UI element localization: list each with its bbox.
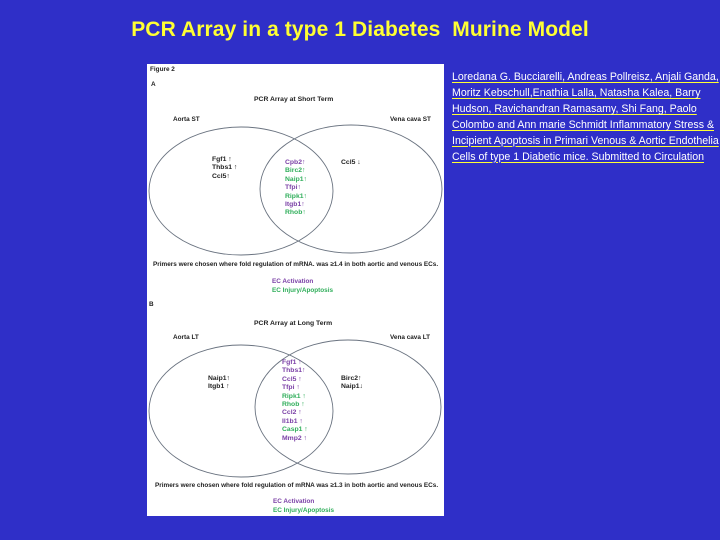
vena-cava-st-ellipse xyxy=(259,124,443,254)
figure-image: Figure 2 A PCR Array at Short Term Aorta… xyxy=(147,64,444,516)
gene-item: Itgb1 ↑ xyxy=(208,383,230,391)
gene-item: Ccl5 ↑ xyxy=(282,375,302,383)
gene-item: Cpb2↑ xyxy=(285,159,306,166)
gene-item: Naip1↑ xyxy=(208,375,230,382)
panel-b-title: PCR Array at Long Term xyxy=(254,320,333,327)
panel-b-left-only-list: Naip1↑ Itgb1 ↑ xyxy=(208,375,230,392)
figure-label: Figure 2 xyxy=(150,66,175,73)
gene-item: Mmp2 ↑ xyxy=(282,434,307,442)
gene-item: Fgf1 ↑ xyxy=(212,156,232,163)
panel-b-intersection-list: Fgf1 ↑ Thbs1↑ Ccl5 ↑ Tfpi ↑ Ripk1 ↑ Rhob… xyxy=(282,359,308,443)
gene-item: Thbs1 ↑ xyxy=(212,164,238,172)
panel-b-left-label: Aorta LT xyxy=(173,334,199,341)
gene-item: Casp1 ↑ xyxy=(282,426,308,434)
gene-item: Naip1↑ xyxy=(285,175,307,183)
gene-item: Ccl5↑ xyxy=(212,172,230,180)
panel-a-right-label: Vena cava ST xyxy=(390,116,431,123)
aorta-lt-ellipse xyxy=(148,344,334,478)
panel-b-legend-activation: EC Activation xyxy=(273,498,315,505)
vena-cava-lt-ellipse xyxy=(254,339,442,475)
panel-a-legend-injury: EC Injury/Apoptosis xyxy=(272,287,334,294)
panel-b-note: Primers were chosen where fold regulatio… xyxy=(155,482,439,489)
panel-b-right-only-list: Birc2↑ Naip1↓ xyxy=(341,375,363,392)
panel-a-right-only-list: Ccl5 ↓ xyxy=(341,159,361,167)
gene-item: Itgb1↑ xyxy=(285,201,305,209)
panel-a-title: PCR Array at Short Term xyxy=(254,96,334,103)
gene-item: Tfpi↑ xyxy=(285,184,301,192)
gene-item: Ccl5 ↓ xyxy=(341,159,361,166)
panel-a-left-label: Aorta ST xyxy=(173,116,200,123)
gene-item: Ripk1↑ xyxy=(285,192,307,200)
gene-item: Rhob ↑ xyxy=(282,401,305,409)
panel-a-note: Primers were chosen where fold regulatio… xyxy=(153,261,439,268)
gene-item: Ripk1 ↑ xyxy=(282,392,306,400)
panel-a-letter: A xyxy=(151,81,156,88)
aorta-st-ellipse xyxy=(148,126,334,256)
panel-a-intersection-list: Cpb2↑ Birc2↑ Naip1↑ Tfpi↑ Ripk1↑ Itgb1↑ … xyxy=(285,159,307,218)
gene-item: Rhob↑ xyxy=(285,209,306,217)
panel-a-legend-activation: EC Activation xyxy=(272,278,314,285)
slide-title: PCR Array in a type 1 Diabetes Murine Mo… xyxy=(131,18,589,41)
panel-b-letter: B xyxy=(149,301,154,308)
gene-item: Birc2↑ xyxy=(285,167,306,175)
gene-item: Ccl2 ↑ xyxy=(282,409,302,417)
gene-item: Naip1↓ xyxy=(341,383,363,391)
citation-text: Loredana G. Bucciarelli, Andreas Pollrei… xyxy=(452,71,719,163)
gene-item: Tfpi ↑ xyxy=(282,384,300,392)
gene-item: Fgf1 ↑ xyxy=(282,359,302,366)
panel-b-right-label: Vena cava LT xyxy=(390,334,431,341)
panel-a-left-only-list: Fgf1 ↑ Thbs1 ↑ Ccl5↑ xyxy=(212,156,237,181)
venn-diagram-short-term xyxy=(148,124,443,478)
panel-b-legend-injury: EC Injury/Apoptosis xyxy=(273,507,335,514)
gene-item: Thbs1↑ xyxy=(282,367,306,375)
gene-item: Il1b1 ↑ xyxy=(282,417,303,425)
gene-item: Birc2↑ xyxy=(341,375,362,382)
